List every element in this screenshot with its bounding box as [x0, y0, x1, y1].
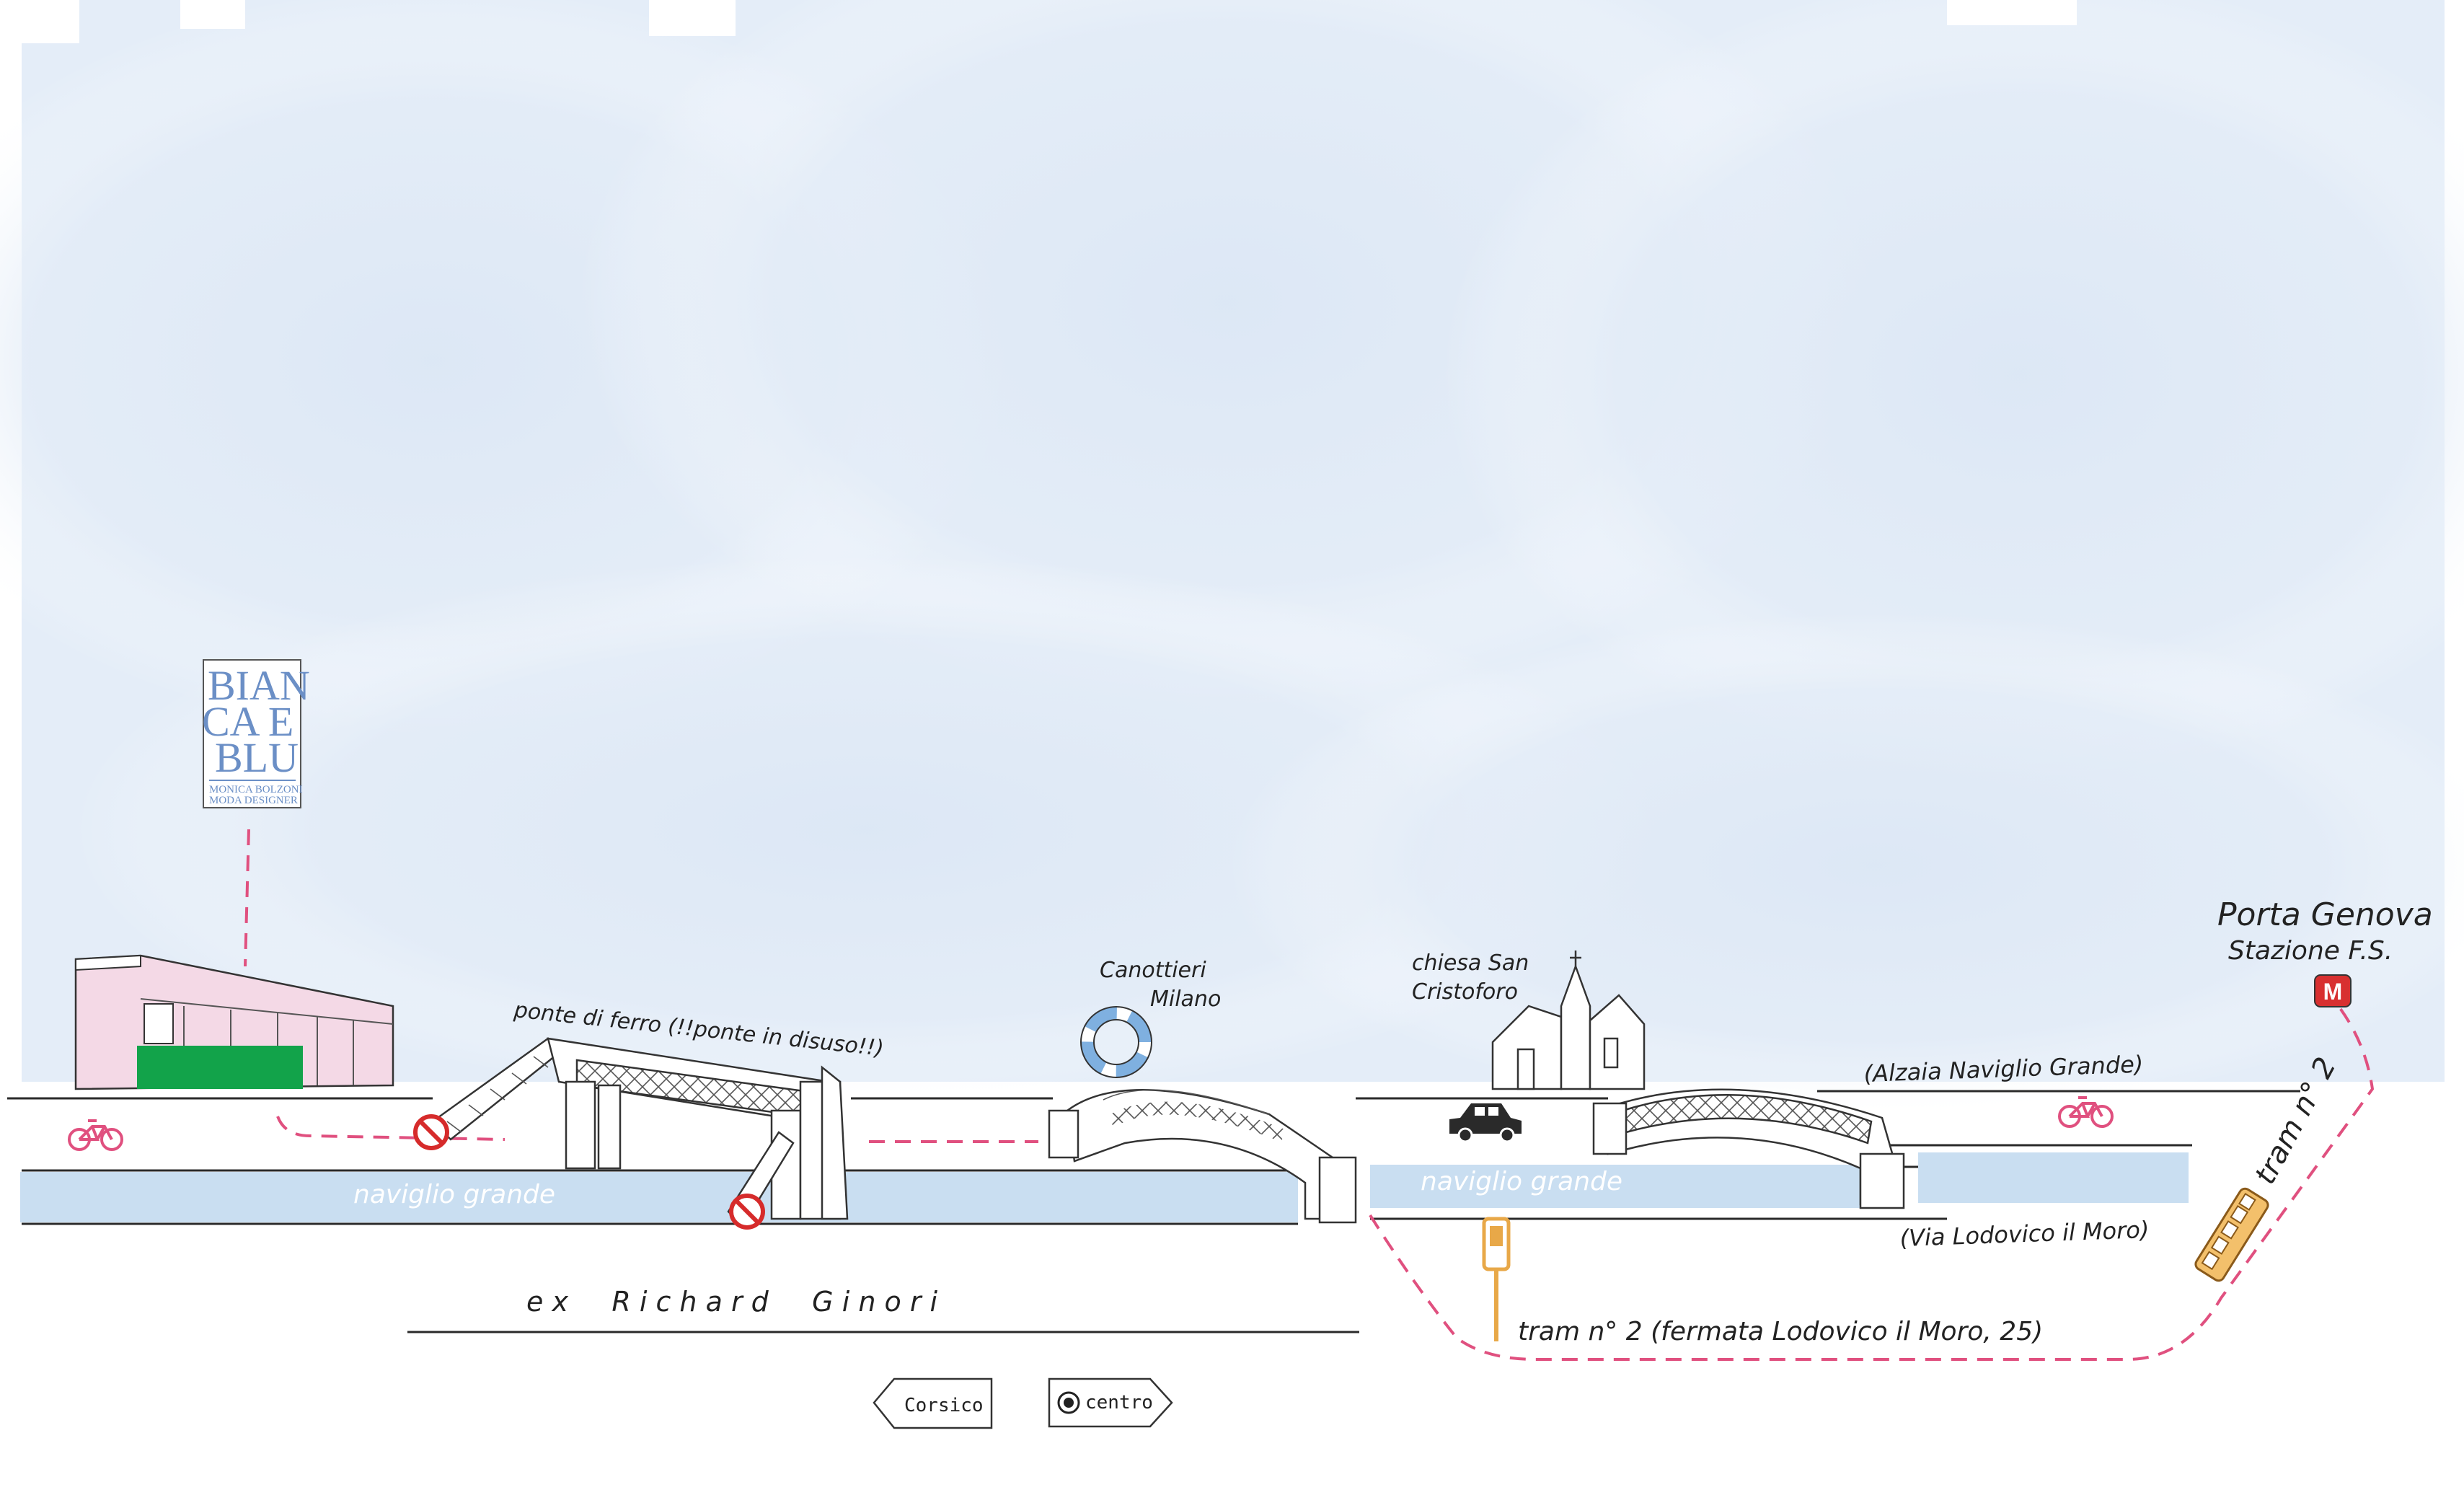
no-entry-icon: [729, 1194, 765, 1230]
canal-label-east: naviglio grande: [1421, 1167, 1622, 1196]
porta-genova-label: Porta Genova: [2217, 896, 2433, 933]
sky-watercolor: [0, 0, 2464, 1118]
bridge-alzaia[interactable]: [1592, 1088, 1905, 1209]
corsico-button[interactable]: Corsico: [873, 1377, 993, 1429]
life-ring-icon: [1080, 1006, 1152, 1078]
centro-label: centro: [1085, 1392, 1153, 1414]
svg-text:M: M: [2323, 979, 2343, 1005]
corsico-label: Corsico: [904, 1395, 984, 1416]
stazione-label: Stazione F.S.: [2228, 936, 2393, 966]
walking-route: [244, 829, 2375, 1361]
bridge-canottieri[interactable]: [1048, 1089, 1357, 1224]
chiesa-label-1: chiesa San: [1412, 951, 1529, 976]
tram-icon: [2194, 1187, 2269, 1282]
bicycle-icon: [68, 1119, 123, 1151]
canal-label-west: naviglio grande: [353, 1180, 555, 1209]
tram-stop-icon[interactable]: [1482, 1217, 1511, 1341]
bianca-e-blu-logo[interactable]: BIAN CA E BLU MONICA BOLZONI MODA DESIGN…: [202, 659, 310, 808]
svg-text:BIAN: BIAN: [208, 662, 310, 709]
via-lodovico-label: (Via Lodovico il Moro): [1899, 1216, 2150, 1252]
chiesa-san-cristoforo[interactable]: [1491, 951, 1646, 1090]
tram-stop-label: tram n° 2 (fermata Lodovico il Moro, 25): [1518, 1317, 2043, 1346]
chiesa-label-2: Cristoforo: [1412, 979, 1518, 1005]
svg-text:CA E: CA E: [202, 698, 293, 745]
svg-text:BLU: BLU: [215, 734, 299, 781]
car-icon: [1449, 1103, 1522, 1143]
metro-icon[interactable]: M: [2314, 974, 2352, 1007]
canottieri-label-2: Milano: [1150, 987, 1221, 1012]
canal: naviglio grande naviglio grande: [20, 1152, 2189, 1222]
no-entry-icon: [413, 1114, 449, 1150]
canottieri-label-1: Canottieri: [1100, 958, 1206, 983]
bicycle-icon: [2058, 1096, 2114, 1128]
svg-text:MONICA BOLZONI: MONICA BOLZONI: [209, 784, 303, 795]
svg-text:MODA DESIGNER: MODA DESIGNER: [209, 795, 298, 806]
target-icon: [1057, 1391, 1080, 1414]
centro-button[interactable]: centro: [1048, 1377, 1173, 1428]
ex-richard-ginori-label: e x R i c h a r d G i n o r i: [526, 1286, 938, 1318]
building-bianca-e-blu[interactable]: [74, 954, 394, 1090]
ponte-di-ferro[interactable]: [431, 1037, 849, 1228]
